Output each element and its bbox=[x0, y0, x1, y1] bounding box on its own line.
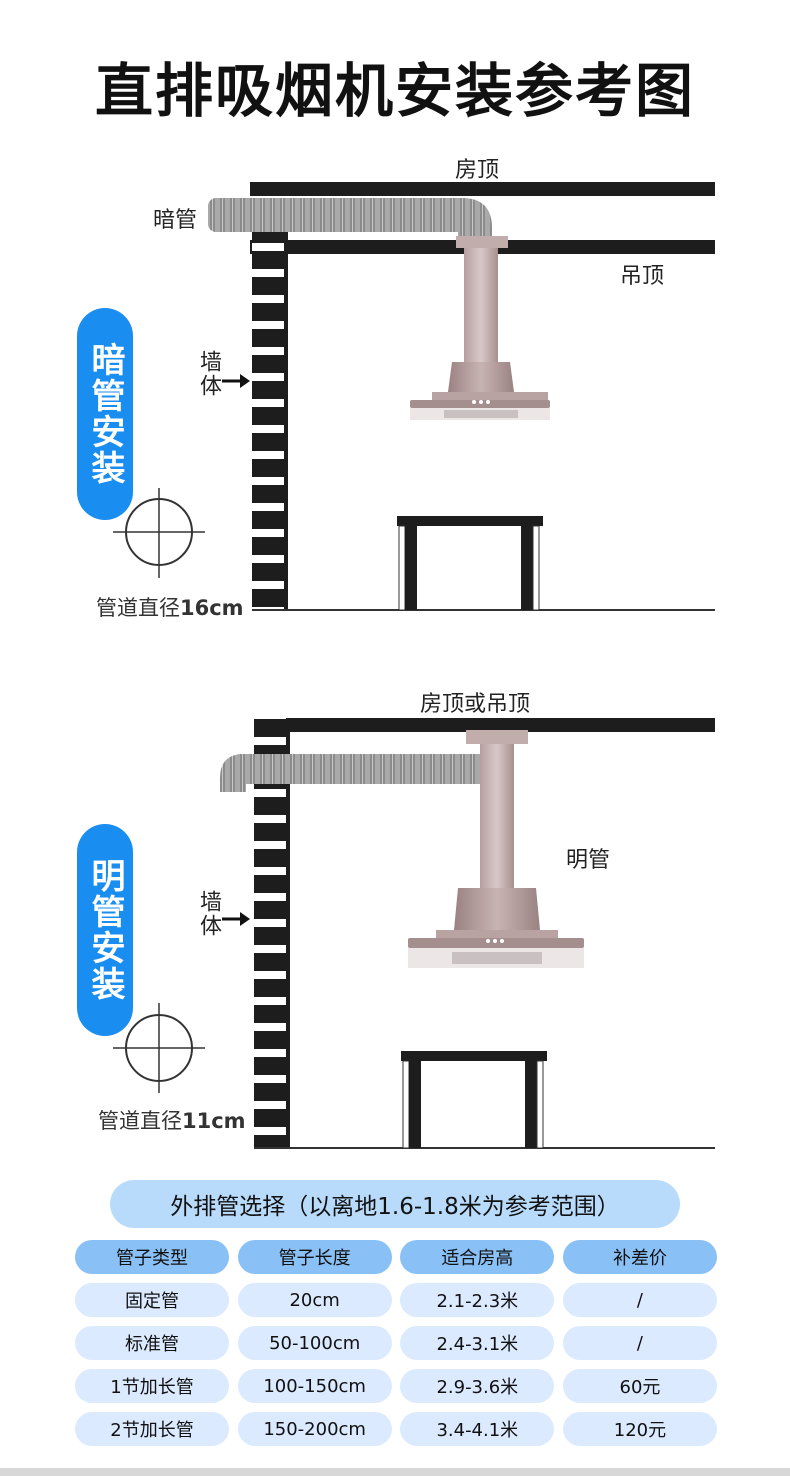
header-pipe-length: 管子长度 bbox=[237, 1240, 392, 1274]
cell-surcharge: / bbox=[562, 1326, 717, 1360]
cell-room-height: 2.4-3.1米 bbox=[400, 1326, 555, 1360]
cell-pipe-length: 150-200cm bbox=[237, 1412, 392, 1446]
duct-concealed bbox=[208, 198, 472, 232]
bottom-divider bbox=[0, 1468, 790, 1476]
cell-room-height: 3.4-4.1米 bbox=[400, 1412, 555, 1446]
table-header-row: 管子类型 管子长度 适合房高 补差价 bbox=[75, 1240, 717, 1274]
table-top bbox=[397, 516, 543, 526]
table-row: 固定管 20cm 2.1-2.3米 / bbox=[75, 1283, 717, 1317]
hood-column-bottom bbox=[480, 744, 514, 888]
header-surcharge: 补差价 bbox=[562, 1240, 717, 1274]
table-row: 1节加长管 100-150cm 2.9-3.6米 60元 bbox=[75, 1369, 717, 1403]
cell-pipe-type: 标准管 bbox=[75, 1326, 229, 1360]
table-row: 2节加长管 150-200cm 3.4-4.1米 120元 bbox=[75, 1412, 717, 1446]
cell-room-height: 2.1-2.3米 bbox=[400, 1283, 555, 1317]
wall-top bbox=[252, 232, 286, 610]
pipe-options-table: 管子类型 管子长度 适合房高 补差价 固定管 20cm 2.1-2.3米 / 标… bbox=[75, 1240, 717, 1455]
hood-column-top bbox=[464, 248, 498, 362]
cell-surcharge: 120元 bbox=[562, 1412, 717, 1446]
hood-mount-bottom bbox=[466, 730, 528, 744]
hood-mount-top bbox=[456, 236, 508, 248]
hood-body-top bbox=[448, 362, 514, 392]
cell-pipe-type: 2节加长管 bbox=[75, 1412, 229, 1446]
install-type-badge-concealed: 暗管安装 bbox=[77, 308, 133, 520]
roof-slab-top bbox=[250, 182, 715, 196]
cell-pipe-length: 100-150cm bbox=[237, 1369, 392, 1403]
pipe-selection-title: 外排管选择（以离地1.6-1.8米为参考范围） bbox=[110, 1180, 680, 1228]
cell-pipe-type: 1节加长管 bbox=[75, 1369, 229, 1403]
cell-room-height: 2.9-3.6米 bbox=[400, 1369, 555, 1403]
pipe-diameter-value: 11cm bbox=[182, 1109, 246, 1133]
ceiling-label: 吊顶 bbox=[620, 264, 665, 289]
pipe-diameter-label: 管道直径11cm bbox=[98, 1109, 246, 1133]
pipe-diameter-value: 16cm bbox=[180, 596, 244, 620]
header-pipe-type: 管子类型 bbox=[75, 1240, 229, 1274]
page-title: 直排吸烟机安装参考图 bbox=[94, 57, 695, 125]
wall-label: 墙体 bbox=[196, 890, 221, 938]
hood-body-bottom bbox=[454, 888, 540, 930]
cell-pipe-type: 固定管 bbox=[75, 1283, 229, 1317]
table-row: 标准管 50-100cm 2.4-3.1米 / bbox=[75, 1326, 717, 1360]
pipe-diameter-label: 管道直径16cm bbox=[96, 596, 244, 620]
arrow-icon bbox=[240, 912, 250, 926]
exposed-pipe-label: 明管 bbox=[566, 848, 611, 873]
cell-surcharge: / bbox=[562, 1283, 717, 1317]
arrow-icon bbox=[240, 374, 250, 388]
cell-pipe-length: 20cm bbox=[237, 1283, 392, 1317]
duct-exposed bbox=[232, 754, 490, 784]
concealed-pipe-label: 暗管 bbox=[153, 208, 198, 233]
wall-label: 墙体 bbox=[196, 350, 221, 398]
install-type-badge-exposed: 明管安装 bbox=[77, 824, 133, 1036]
cell-pipe-length: 50-100cm bbox=[237, 1326, 392, 1360]
roof-slab-bottom bbox=[254, 718, 715, 732]
wall-bottom bbox=[254, 718, 288, 1148]
table-bottom bbox=[401, 1051, 547, 1061]
cell-surcharge: 60元 bbox=[562, 1369, 717, 1403]
roof-or-ceiling-label: 房顶或吊顶 bbox=[420, 692, 531, 717]
roof-label: 房顶 bbox=[455, 158, 500, 183]
header-room-height: 适合房高 bbox=[400, 1240, 555, 1274]
